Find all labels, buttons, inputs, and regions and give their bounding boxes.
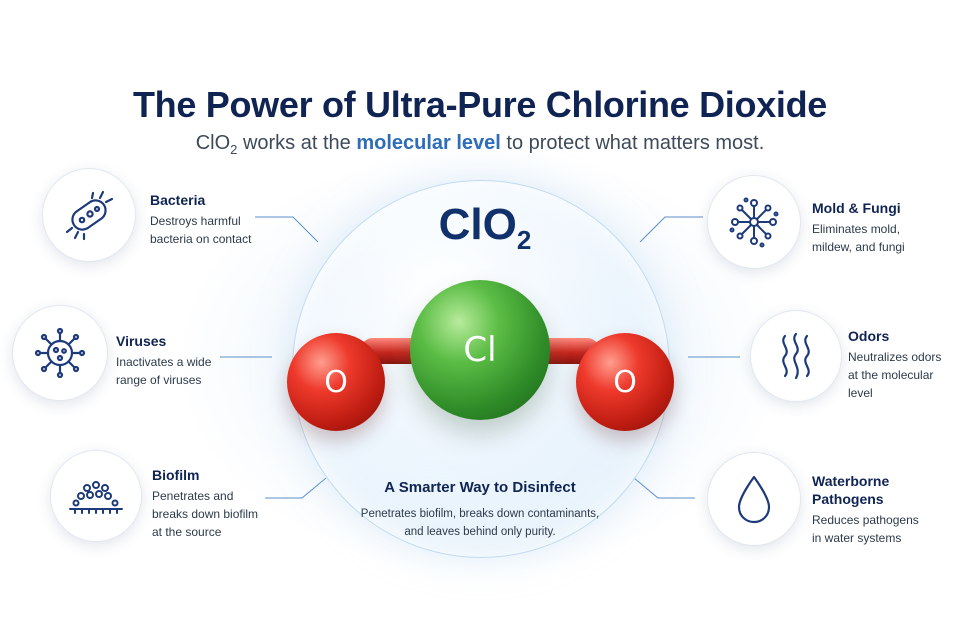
water-title: Waterborne Pathogens <box>812 473 890 507</box>
center-panel-description: Penetrates biofilm, breaks down contamin… <box>360 508 600 538</box>
biofilm-icon <box>69 481 123 514</box>
virus-icon <box>34 327 86 379</box>
viruses-title: Viruses <box>116 333 167 349</box>
odor-waves-icon <box>782 332 810 380</box>
page-subtitle: ClO2 works at the molecular level to pro… <box>0 132 960 157</box>
molecule-formula: ClO2 <box>430 200 540 256</box>
formula-subscript: 2 <box>516 224 532 255</box>
water-drop-icon <box>737 475 771 524</box>
subtitle-text-before: works at the <box>237 132 357 154</box>
mold-icon <box>729 197 779 248</box>
subtitle-text-after: to protect what matters most. <box>500 132 765 154</box>
bacteria-icon-circle <box>42 168 136 262</box>
odors-description: Neutralizes odors at the molecular level <box>848 350 942 400</box>
biofilm-description: Penetrates and breaks down biofilm at th… <box>152 489 259 539</box>
bacteria-title: Bacteria <box>150 192 206 208</box>
subtitle-highlight: molecular level <box>356 132 501 154</box>
mold-icon-circle <box>707 175 801 269</box>
odors-title: Odors <box>848 328 890 344</box>
mold-title: Mold & Fungi <box>812 200 901 216</box>
center-panel-title: A Smarter Way to Disinfect <box>384 479 576 496</box>
odors-icon-circle <box>750 310 842 402</box>
mold-description: Eliminates mold, mildew, and fungi <box>812 222 905 254</box>
biofilm-title: Biofilm <box>152 467 200 483</box>
viruses-description: Inactivates a wide range of viruses <box>116 355 212 387</box>
bacteria-description: Destroys harmful bacteria on contact <box>150 214 252 246</box>
water-description: Reduces pathogens in water systems <box>812 513 919 545</box>
page-title: The Power of Ultra-Pure Chlorine Dioxide <box>132 84 828 125</box>
oxygen-atom-right: O <box>576 333 674 431</box>
subtitle-formula-subscript: 2 <box>230 142 238 157</box>
chlorine-atom: Cl <box>410 280 550 420</box>
subtitle-formula: ClO <box>195 132 231 154</box>
biofilm-icon-circle <box>50 450 142 542</box>
water-icon-circle <box>707 452 801 546</box>
formula-main: ClO <box>438 200 517 249</box>
oxygen-atom-left: O <box>287 333 385 431</box>
bacteria-icon <box>65 190 114 241</box>
virus-icon-circle <box>12 305 108 401</box>
